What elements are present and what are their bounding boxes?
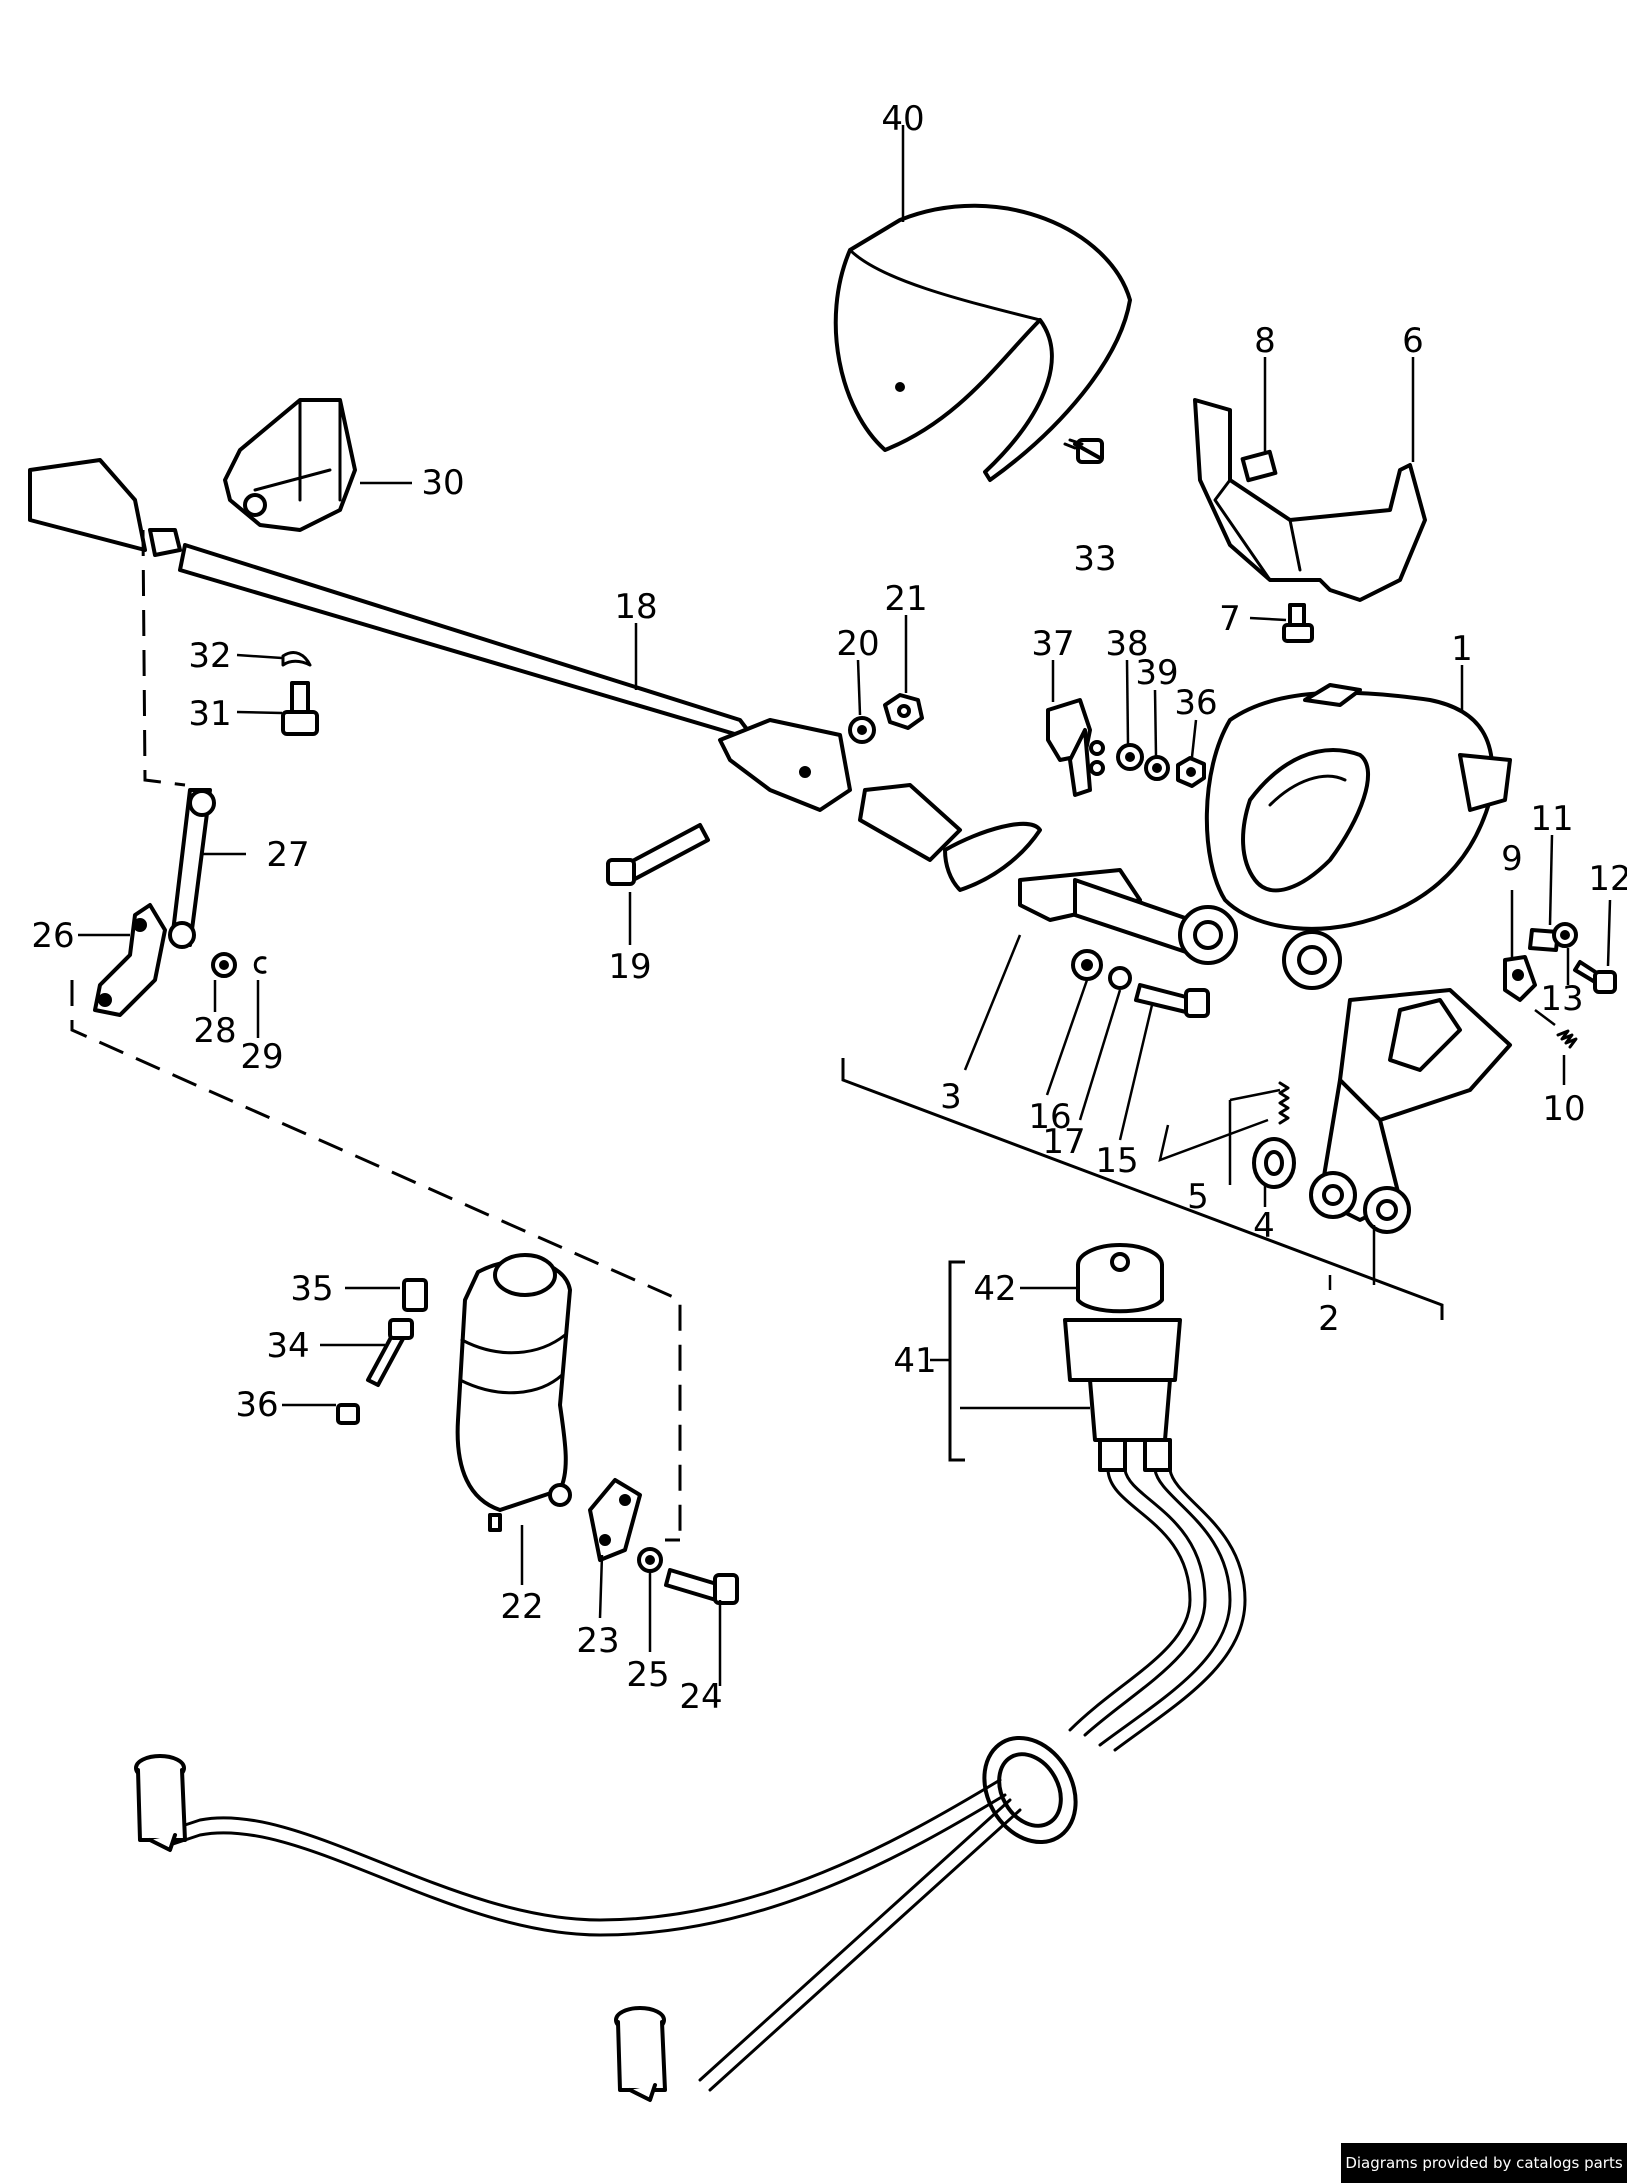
lamp-cable-upper-part [168,1778,1007,1937]
washer-13-part [1552,922,1578,948]
bolt-19-part [606,823,710,886]
callout-22: 22 [500,1587,543,1627]
star-washer-20-part [848,716,876,744]
switch-37-part [1046,698,1105,797]
callout-16: 16 [1028,1097,1071,1137]
spring-10-part [1556,1029,1578,1049]
callout-1: 1 [1451,629,1473,669]
callout-10: 10 [1542,1089,1585,1129]
washer-17-part [1108,966,1132,990]
callout-23: 23 [576,1621,619,1661]
callout-21: 21 [884,579,927,619]
washer-25-part [637,1547,663,1573]
nut-36b-part [336,1403,360,1425]
bracket-6-part [1193,398,1427,602]
link-rod-27-part [168,788,216,949]
callout-39: 39 [1135,653,1178,693]
gasket-23-part [588,1478,642,1562]
callout-4: 4 [1253,1206,1275,1246]
cap-35-part [402,1278,428,1312]
plate-11-part [1528,928,1560,952]
callout-19: 19 [608,947,651,987]
callout-26: 26 [31,916,74,956]
callout-34: 34 [266,1326,309,1366]
bolt-7-part [1282,603,1314,643]
bolt-31-part [281,681,319,736]
callout-6: 6 [1402,321,1424,361]
washer-28-part [211,952,237,978]
callout-28: 28 [193,1011,236,1051]
callout-7: 7 [1219,599,1241,639]
callout-20: 20 [836,624,879,664]
lamp-socket-lower-part [614,2006,667,2102]
callout-9: 9 [1501,839,1523,879]
callout-32: 32 [188,636,231,676]
callout-24: 24 [679,1677,722,1717]
switch-41-part [1063,1243,1182,1472]
credit-banner: Diagrams provided by catalogs parts [1341,2143,1627,2183]
bracket-2-group [841,1058,1444,1320]
callout-2: 2 [1318,1299,1340,1339]
washer-39-part [1144,755,1170,781]
callout-17: 17 [1042,1122,1085,1162]
washer-4-part [1252,1137,1296,1189]
callout-36b: 36 [235,1385,278,1425]
bracket-30-part [223,398,357,532]
callout-41: 41 [893,1341,936,1381]
callout-5: 5 [1187,1177,1209,1217]
callout-13: 13 [1540,979,1583,1019]
callout-38: 38 [1105,624,1148,664]
spring-5-part [1278,1081,1290,1125]
tube-3-part [858,783,1222,962]
callout-33: 33 [1073,539,1116,579]
washer-38-part [1116,743,1144,771]
callout-18: 18 [614,587,657,627]
clip-32-part [281,651,312,667]
shaft-18-part [28,458,852,812]
callout-27: 27 [266,835,309,875]
dome-cover-part [833,203,1132,482]
clip-29-part [253,956,267,974]
callout-31: 31 [188,694,231,734]
screw-34-part [366,1318,414,1387]
callout-8: 8 [1254,321,1276,361]
lamp-cable-lower-part [698,1798,1022,2092]
callout-11: 11 [1530,799,1573,839]
motor-22-part [455,1253,572,1532]
nut-36-part [1176,756,1206,788]
callout-12: 12 [1588,859,1627,899]
washer-16-part [1071,949,1103,981]
cable-bundle-part [1068,1468,1247,1752]
callout-labels: 40 8 6 30 33 7 18 21 20 37 38 39 36 1 32… [31,99,1627,1717]
nut-21-part [883,693,924,730]
lever-26-part [93,903,167,1017]
callout-36a: 36 [1174,683,1217,723]
callout-3: 3 [940,1077,962,1117]
bolt-15-part [1134,983,1210,1018]
lever-9-part [1503,955,1537,1002]
callout-37: 37 [1031,624,1074,664]
bolt-24-part [664,1568,739,1605]
lamp-socket-upper-part [134,1754,187,1852]
screw-33-part [1063,438,1104,464]
callout-40: 40 [881,99,924,139]
linkage-dashed-lines [70,529,682,1542]
callout-42: 42 [973,1269,1016,1309]
screw-12-part [1573,960,1617,994]
housing-1-part [1178,683,1512,990]
callout-25: 25 [626,1655,669,1695]
callout-35: 35 [290,1269,333,1309]
callout-15: 15 [1095,1141,1138,1181]
callout-29: 29 [240,1037,283,1077]
grommet-part [982,1735,1078,1845]
housing-2-part [1309,988,1512,1234]
callout-30: 30 [421,463,464,503]
